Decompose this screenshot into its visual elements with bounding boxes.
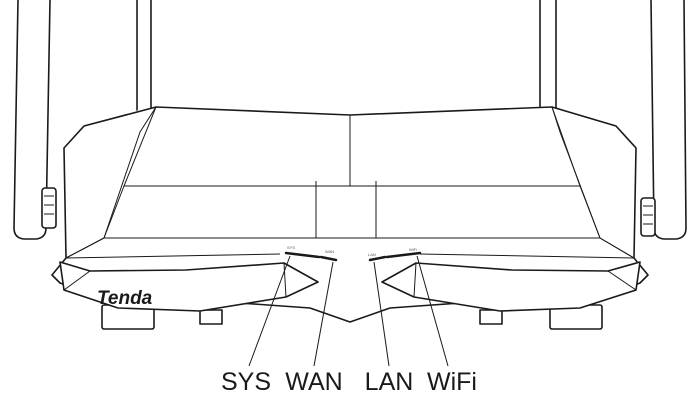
led-wifi-indicator — [385, 251, 422, 259]
hinge-left — [41, 187, 57, 229]
callout-sys: SYS — [221, 368, 271, 396]
leader-lines — [248, 255, 449, 367]
led-panel-label-sys: SYS — [287, 245, 295, 250]
leader-line-sys — [248, 255, 291, 367]
antenna-right-inner — [539, 0, 557, 111]
hinge-right — [640, 197, 656, 237]
leader-line-wan — [313, 261, 334, 367]
led-strips — [284, 251, 422, 262]
callout-wan: WAN — [285, 368, 342, 396]
led-panel-labels: SYS WAN LAN WiFi — [287, 245, 417, 257]
front-pad-left — [59, 261, 319, 312]
led-sys-indicator — [284, 251, 321, 259]
led-lan-indicator — [368, 255, 387, 262]
led-wan-indicator — [319, 255, 338, 262]
antenna-right-outer — [650, 0, 687, 240]
led-panel-label-wan: WAN — [325, 249, 334, 254]
callout-lan: LAN — [365, 368, 414, 396]
antenna-left-inner — [136, 0, 152, 111]
brand-logo: Tenda — [97, 288, 153, 309]
led-panel-label-lan: LAN — [368, 252, 376, 257]
callout-wifi: WiFi — [427, 368, 477, 396]
leader-line-wifi — [416, 255, 449, 367]
leader-line-lan — [373, 261, 390, 367]
front-pad-right — [381, 261, 641, 312]
antenna-left-outer — [13, 0, 51, 240]
callout-labels: SYS WAN LAN WiFi — [221, 368, 477, 396]
led-panel-label-wifi: WiFi — [409, 247, 417, 252]
